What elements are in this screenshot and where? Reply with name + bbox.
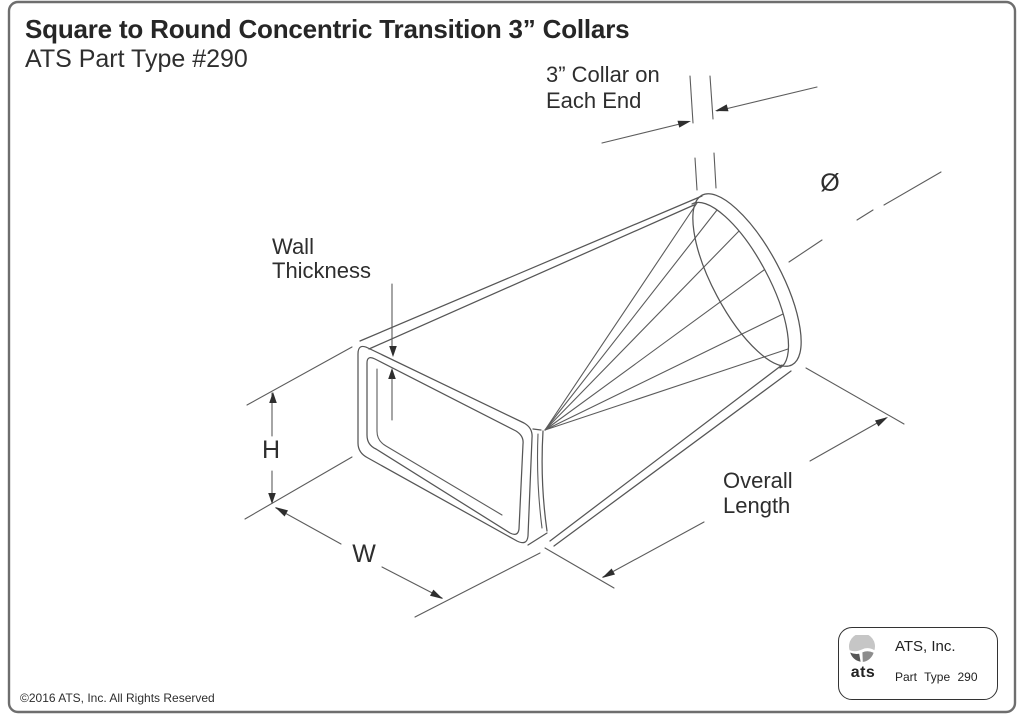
copyright-text: ©2016 ATS, Inc. All Rights Reserved [20, 691, 215, 705]
collar-dimension [601, 75, 818, 191]
arrowhead [715, 104, 729, 112]
arrowhead [677, 120, 691, 128]
arrowhead [430, 589, 443, 599]
length-label-line2: Length [723, 493, 790, 518]
collar-label-line1: 3” Collar on [546, 62, 660, 87]
logo-company: ATS, Inc. [895, 638, 956, 655]
wall-label-line1: Wall [272, 234, 314, 259]
wall-label-line2: Thickness [272, 258, 371, 283]
round-collar [691, 193, 802, 369]
arrowhead [269, 392, 277, 403]
arrowhead [602, 568, 615, 578]
arrowhead [388, 368, 396, 379]
wall-thickness-dimension [388, 283, 397, 421]
length-label-line1: Overall [723, 468, 793, 493]
arrowhead [268, 493, 276, 504]
width-label: W [352, 540, 376, 568]
page-subtitle: ATS Part Type #290 [25, 45, 248, 73]
height-dimension [244, 346, 353, 520]
logo-part-type: Part Type 290 [895, 670, 978, 684]
overall-length-dimension [544, 367, 905, 589]
centerline [788, 171, 942, 263]
ats-globe-icon [849, 635, 875, 662]
transition-body [359, 195, 792, 547]
diameter-symbol: Ø [820, 169, 839, 197]
logo-box: ats ATS, Inc. Part Type 290 [838, 627, 998, 700]
arrowhead [275, 507, 288, 517]
gore-lines [544, 202, 789, 431]
square-end-face [357, 345, 533, 544]
arrowhead [389, 346, 397, 357]
collar-label-line2: Each End [546, 88, 641, 113]
square-collar-corner [527, 428, 548, 546]
arrowhead [875, 417, 888, 427]
page-title: Square to Round Concentric Transition 3”… [25, 14, 630, 44]
height-label: H [262, 436, 280, 464]
width-dimension [275, 507, 541, 618]
page-border [7, 0, 1017, 714]
logo-text: ats [850, 664, 876, 681]
